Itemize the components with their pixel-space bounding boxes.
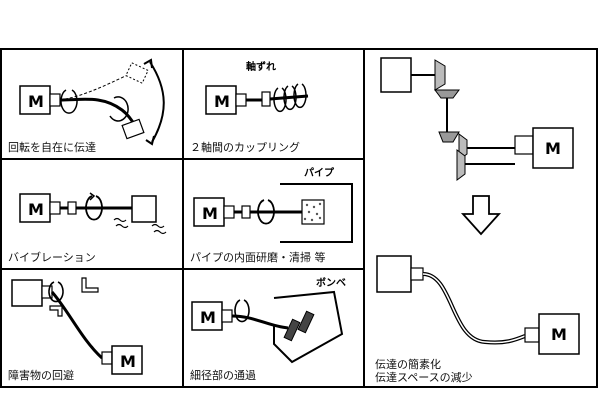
motor-label: M bbox=[214, 92, 230, 111]
divider-horizontal-1 bbox=[2, 158, 364, 160]
caption-pipe: パイプの内面研磨・清掃 等 bbox=[190, 251, 326, 264]
pipe-tag: パイプ bbox=[304, 166, 335, 179]
caption-simplify-2: 伝達スペースの減少 bbox=[375, 371, 473, 384]
coupling-tag: 軸ずれ bbox=[246, 60, 276, 73]
divider-vertical-2 bbox=[363, 50, 365, 386]
divider-vertical-1 bbox=[182, 50, 184, 386]
abrasive-dots bbox=[303, 202, 322, 222]
gear-icon bbox=[456, 149, 466, 181]
cylinder-illustration: ボンベ M bbox=[191, 276, 346, 364]
motor-label: M bbox=[202, 204, 218, 223]
motor-label: M bbox=[551, 325, 567, 344]
panel-cylinder: ボンベ M 細径部の通過 bbox=[184, 270, 363, 386]
motor-label: M bbox=[28, 200, 44, 219]
panel-vibration: M バイブレーション bbox=[2, 160, 182, 268]
panel-coupling: 軸ずれ M ２軸間のカップリング bbox=[184, 50, 363, 158]
cylinder-tag: ボンベ bbox=[316, 276, 346, 289]
pipe-illustration: パイプ M bbox=[193, 166, 353, 243]
motor-label: M bbox=[120, 352, 136, 371]
motor-label: M bbox=[28, 92, 44, 111]
motor-label: M bbox=[545, 139, 561, 158]
panel-pipe: パイプ M パイプの内面研磨・清掃 等 bbox=[184, 160, 363, 268]
simplify-illustration: M M bbox=[376, 57, 580, 355]
caption-obstacle: 障害物の回避 bbox=[8, 369, 74, 382]
gear-icon bbox=[434, 59, 460, 99]
panel-rotation: M 回転を自在に伝達 bbox=[2, 50, 182, 158]
rotation-illustration: M bbox=[19, 58, 165, 146]
motor-label: M bbox=[200, 308, 216, 327]
caption-cylinder: 細径部の通過 bbox=[190, 369, 256, 382]
obstacle-illustration: M bbox=[11, 277, 143, 375]
vibration-illustration: M bbox=[19, 192, 167, 235]
caption-vibration: バイブレーション bbox=[8, 251, 96, 264]
panel-simplify: M M 伝達の簡素化 伝達スペースの減少 bbox=[365, 50, 596, 386]
caption-simplify-1: 伝達の簡素化 bbox=[375, 358, 441, 371]
coupling-illustration: 軸ずれ M bbox=[205, 60, 309, 115]
diagram-frame: M 回転を自在に伝達 軸ずれ M ２軸間のカップリング bbox=[0, 48, 598, 388]
caption-coupling: ２軸間のカップリング bbox=[190, 141, 300, 154]
caption-rotation: 回転を自在に伝達 bbox=[8, 141, 96, 154]
panel-obstacle: M 障害物の回避 bbox=[2, 270, 182, 386]
down-arrow-icon bbox=[460, 195, 502, 236]
divider-horizontal-2 bbox=[2, 268, 364, 270]
